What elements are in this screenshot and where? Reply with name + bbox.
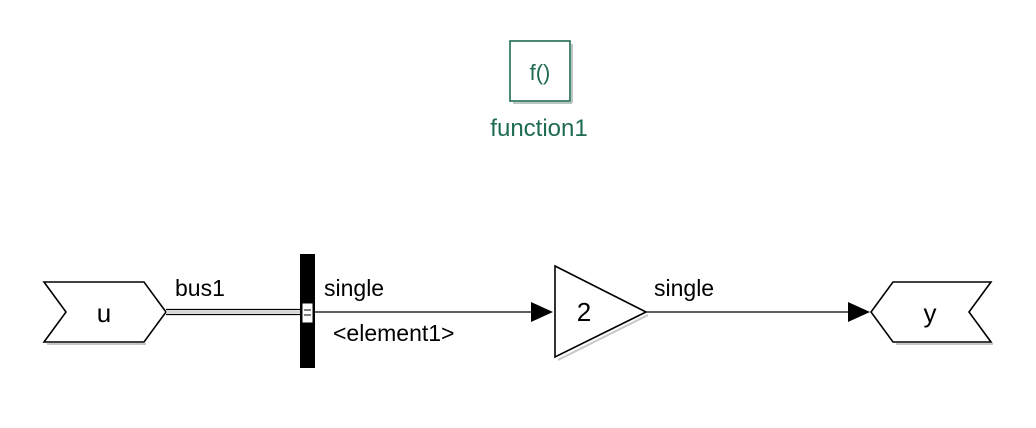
inport-label: u: [97, 298, 111, 328]
function-block-frame: [509, 40, 571, 102]
bus-signal-line[interactable]: [166, 308, 300, 316]
selector-output-label: single: [324, 275, 384, 301]
bus-signal-label: bus1: [175, 275, 225, 301]
gain-output-line[interactable]: [646, 302, 870, 322]
function-block-symbol: f(): [530, 60, 551, 85]
gain-output-arrowhead: [848, 302, 870, 322]
gain-shadow: [557, 314, 649, 361]
outport-label: y: [924, 298, 937, 328]
function-block[interactable]: f(): [509, 40, 573, 104]
bus-selector-block[interactable]: [300, 254, 315, 368]
gain-output-label: single: [654, 275, 714, 301]
outport-block[interactable]: y: [870, 281, 993, 345]
bus-selector-port-marker: [301, 302, 314, 324]
function-block-name: function1: [490, 115, 587, 142]
selector-output-line[interactable]: [315, 302, 553, 322]
outport-shape: [870, 281, 993, 343]
selected-element-label: <element1>: [333, 320, 454, 346]
gain-value: 2: [577, 297, 591, 327]
selector-output-arrowhead: [531, 302, 553, 322]
inport-shape: [42, 281, 167, 343]
inport-block[interactable]: u: [42, 281, 167, 345]
gain-block[interactable]: 2: [554, 264, 649, 361]
gain-triangle: [554, 264, 648, 359]
